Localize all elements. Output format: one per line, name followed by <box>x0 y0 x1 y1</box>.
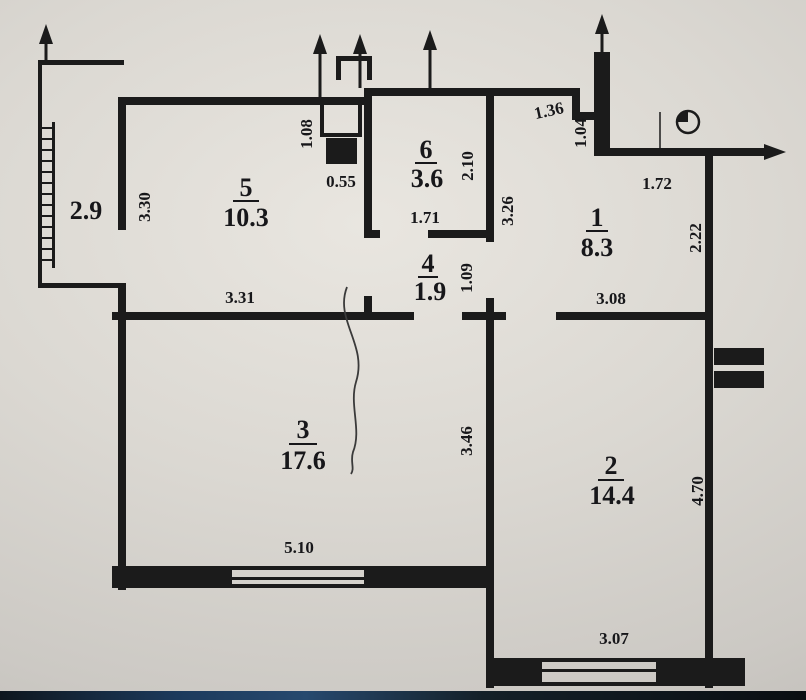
dim-room3-depth: 3.46 <box>457 426 476 456</box>
room3-area: 17.6 <box>280 446 326 475</box>
dim-hall-depth: 1.09 <box>457 263 476 293</box>
room3-number: 3 <box>297 415 310 444</box>
balcony-area-label: 2.9 <box>70 196 103 225</box>
shaft-outline <box>320 101 362 137</box>
vent-arrowhead-icon <box>595 14 609 34</box>
wall-segment <box>364 96 372 238</box>
vent-bracket-icon <box>336 56 372 80</box>
wall-stub <box>594 52 610 156</box>
wall-segment <box>112 566 232 588</box>
bracket-line <box>336 56 372 61</box>
room6-area: 3.6 <box>411 164 444 193</box>
column-fill-icon <box>677 111 688 122</box>
radiator-bar-icon <box>714 348 764 365</box>
wall-segment <box>38 60 124 65</box>
radiator-bar-icon <box>714 371 764 388</box>
vent-arrows <box>39 14 786 160</box>
room4-number: 4 <box>422 249 435 278</box>
wall-segment <box>38 283 126 288</box>
vent-arrowhead-icon <box>39 24 53 44</box>
wall-segment <box>556 312 712 320</box>
dim-room5-width: 3.31 <box>225 288 255 307</box>
room6-number: 6 <box>420 135 433 164</box>
vent-arrowhead-icon <box>313 34 327 54</box>
vent-arrowhead-icon <box>353 34 367 54</box>
dim-shaft-width: 0.55 <box>326 172 356 191</box>
window-line <box>542 682 656 686</box>
room5-number: 5 <box>240 173 253 202</box>
room2-area: 14.4 <box>589 481 635 510</box>
wall-segment <box>112 312 364 320</box>
wall-segment <box>364 312 414 320</box>
vent-arrowhead-icon <box>423 30 437 50</box>
dim-room1-wall-left: 3.26 <box>498 196 517 226</box>
dim-room5-depth: 3.30 <box>135 192 154 222</box>
window-line <box>232 566 364 570</box>
dim-shaft-height: 1.08 <box>297 119 316 149</box>
dimension-labels: 3.30 3.31 1.08 0.55 2.10 1.71 3.26 1.36 … <box>135 98 707 648</box>
photo-edge-strip <box>0 691 806 700</box>
window-line <box>542 669 656 672</box>
room2-number: 2 <box>605 451 618 480</box>
wall-segment <box>490 88 580 96</box>
right-arrowhead-icon <box>764 144 786 160</box>
wall-segment <box>486 88 494 242</box>
room1-area: 8.3 <box>581 233 614 262</box>
dim-room6-width: 1.71 <box>410 208 440 227</box>
dim-room2-width: 3.07 <box>599 629 629 648</box>
window-line <box>232 577 364 580</box>
window-line <box>542 658 656 662</box>
wall-segment <box>118 97 126 230</box>
wall-segment <box>364 88 494 96</box>
column-symbol <box>659 109 701 148</box>
hand-drawn-squiggle <box>343 286 360 475</box>
radiator-symbol <box>714 348 764 388</box>
wall-segment <box>486 658 542 686</box>
shaft-filled <box>326 138 357 164</box>
vent-shaft-box <box>320 101 362 164</box>
walls <box>38 52 772 688</box>
dim-entry-width: 1.72 <box>642 174 672 193</box>
dim-room6-depth: 2.10 <box>458 151 477 181</box>
wall-segment <box>705 148 713 688</box>
wall-segment <box>486 320 494 688</box>
wall-segment <box>118 288 126 590</box>
dim-niche-depth: 1.04 <box>571 118 590 148</box>
wall-segment <box>594 148 772 156</box>
wall-segment <box>364 566 490 588</box>
dim-room2-depth: 4.70 <box>688 476 707 506</box>
dim-room1-depth-right: 2.22 <box>686 223 705 253</box>
room4-area: 1.9 <box>414 277 447 306</box>
wall-segment <box>572 112 604 120</box>
wall-segment <box>462 312 506 320</box>
dim-room3-width: 5.10 <box>284 538 314 557</box>
wall-segment <box>118 97 372 105</box>
window-line <box>232 584 364 588</box>
bracket-line <box>336 56 341 80</box>
dim-room1-width: 3.08 <box>596 289 626 308</box>
bracket-line <box>367 56 372 80</box>
wall-segment <box>486 298 494 320</box>
room1-number: 1 <box>591 203 604 232</box>
wall-segment <box>572 88 580 120</box>
wall-segment <box>364 230 380 238</box>
wall-segment <box>428 230 494 238</box>
room-labels: 2.9 5 10.3 6 3.6 1 8.3 4 1.9 3 17.6 2 14… <box>70 135 635 510</box>
wall-segment <box>656 658 745 686</box>
dim-niche-width: 1.36 <box>532 98 565 123</box>
wall-segment <box>38 60 42 288</box>
room5-area: 10.3 <box>223 203 269 232</box>
balcony-window-hatch <box>38 127 55 261</box>
wall-segment <box>364 296 372 320</box>
